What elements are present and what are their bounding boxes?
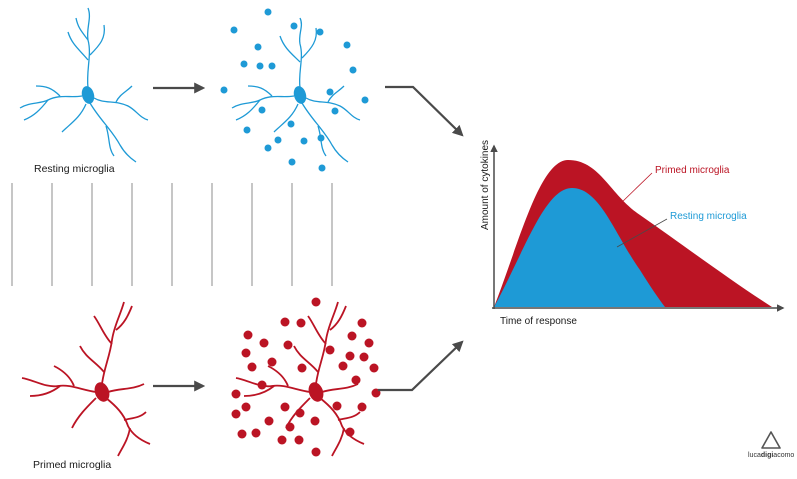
- legend-leader-resting: [616, 218, 668, 248]
- y-axis-label: Amount of cytokines: [480, 139, 491, 230]
- primed-microglia-activated: [235, 301, 365, 457]
- arrow-to-chart-top: [385, 85, 464, 137]
- resting-microglia-cell: [19, 7, 149, 163]
- legend-leader-primed: [619, 172, 653, 205]
- logo-icon: [761, 431, 781, 449]
- separator-lines: [11, 183, 333, 286]
- legend-primed: Primed microglia: [655, 165, 730, 176]
- resting-cytokine-dots: [220, 8, 369, 172]
- primed-microglia-label: Primed microglia: [33, 459, 112, 471]
- primed-cytokine-dots: [231, 297, 381, 457]
- arrow-to-chart-bottom: [378, 340, 464, 392]
- legend-resting: Resting microglia: [670, 211, 747, 222]
- x-axis-label: Time of response: [500, 316, 577, 327]
- resting-microglia-activated: [231, 17, 361, 163]
- resting-curve-area: [494, 188, 665, 307]
- logo-wordmark: lucadigiacomo: [748, 452, 795, 459]
- primed-microglia-cell: [21, 301, 151, 457]
- resting-microglia-label: Resting microglia: [34, 163, 115, 175]
